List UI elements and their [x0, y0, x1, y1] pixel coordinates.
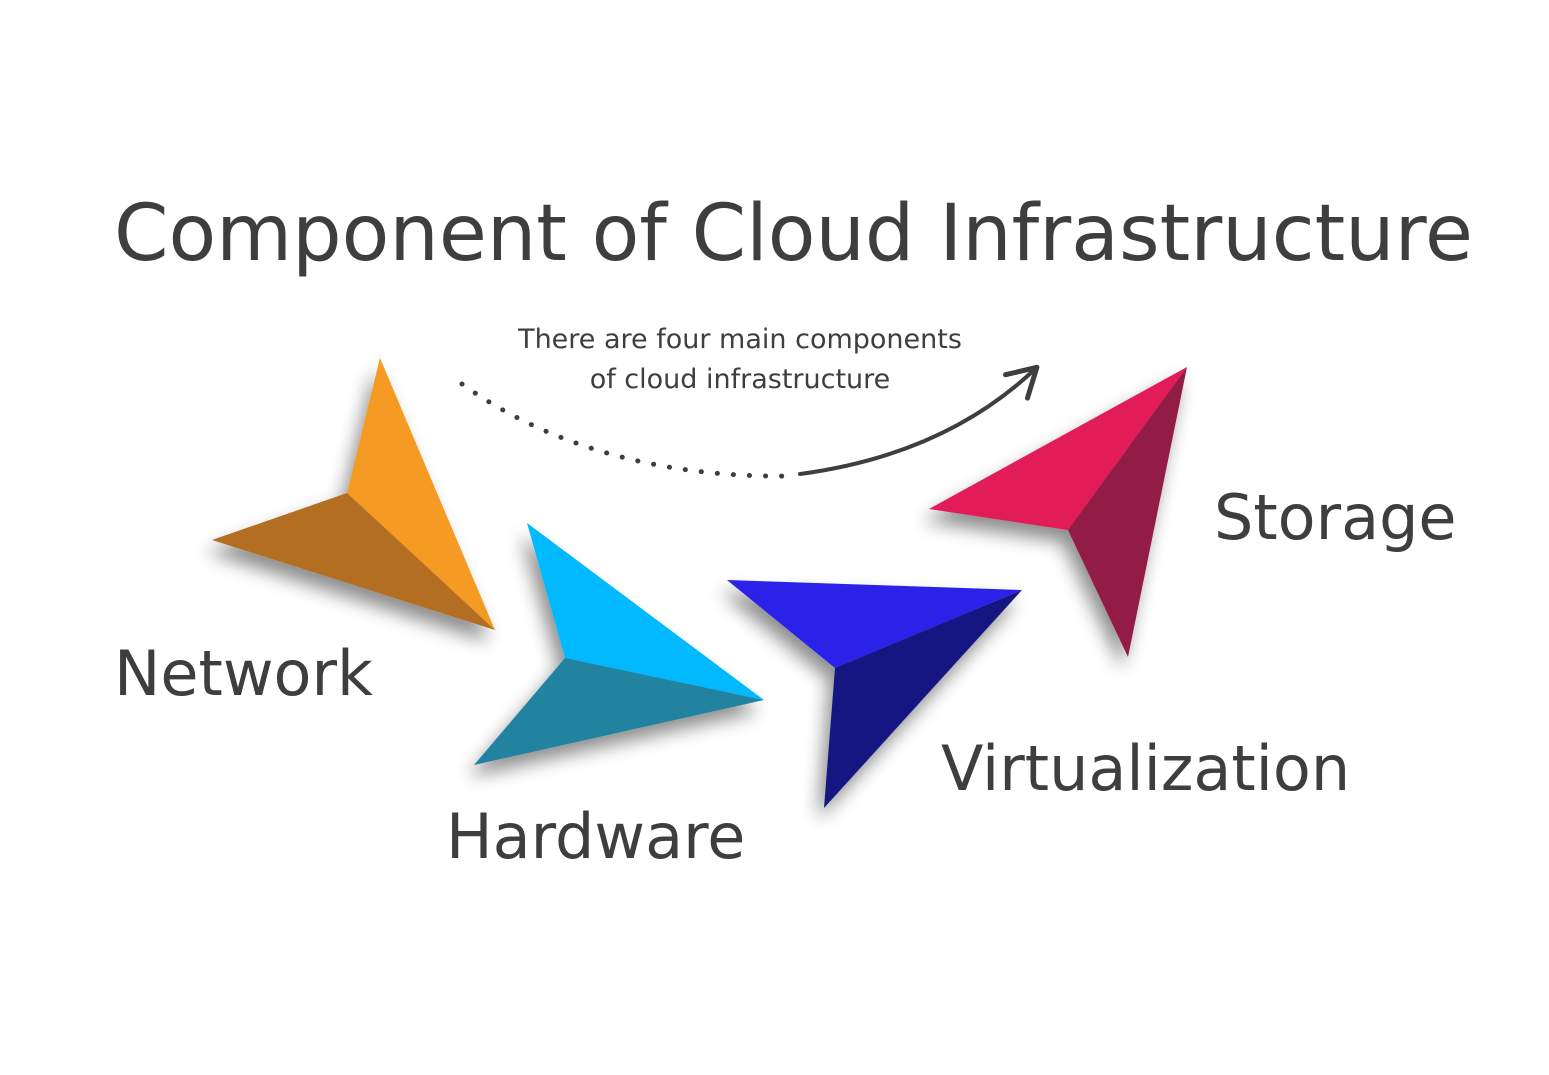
storage-arrow-icon: [929, 367, 1187, 657]
storage-arrow-dark-face: [1068, 367, 1187, 657]
virtualization-arrow-icon: [727, 580, 1022, 808]
network-label: Network: [114, 637, 373, 710]
storage-label: Storage: [1214, 481, 1457, 554]
subtitle: There are four main components of cloud …: [490, 320, 990, 400]
hardware-arrow-dark-face: [474, 658, 764, 765]
virtualization-arrow-dark-face: [824, 590, 1022, 808]
storage-arrow-light-face: [929, 367, 1187, 530]
network-arrow-light-face: [347, 358, 495, 630]
dotted-curved-arrow-icon: [459, 364, 1040, 479]
hardware-label: Hardware: [446, 800, 746, 873]
hardware-arrow-icon: [474, 523, 764, 765]
hardware-arrow-light-face: [527, 523, 764, 700]
network-arrow-icon: [212, 358, 495, 630]
virtualization-label: Virtualization: [941, 732, 1351, 805]
virtualization-arrow-light-face: [727, 580, 1022, 668]
subtitle-line-2: of cloud infrastructure: [589, 364, 891, 395]
network-arrow-dark-face: [212, 493, 495, 630]
subtitle-line-1: There are four main components: [518, 324, 962, 355]
page-title: Component of Cloud Infrastructure: [114, 189, 1473, 279]
